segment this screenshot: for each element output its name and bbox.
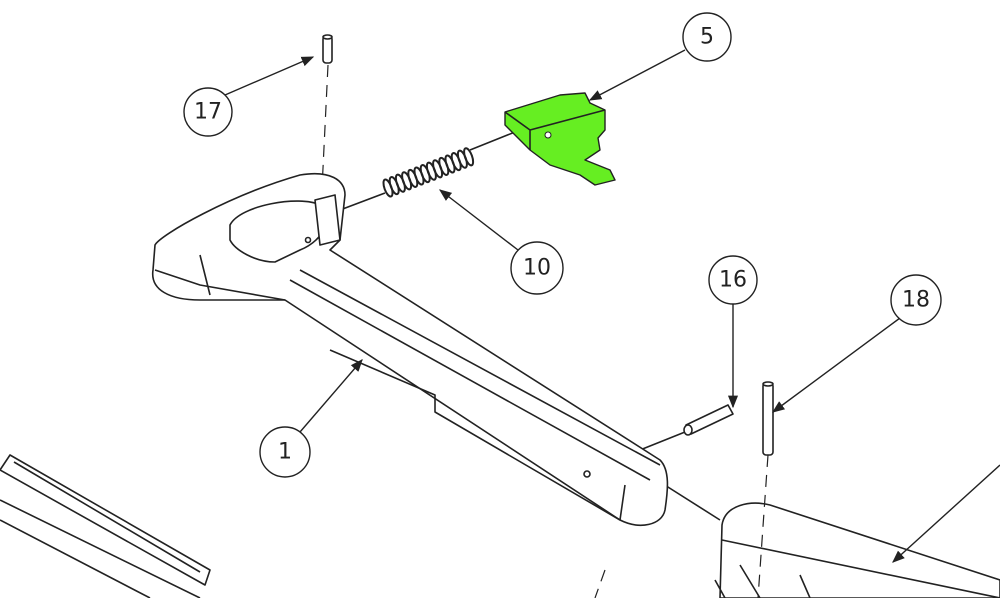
assembly-axis-spring — [339, 131, 516, 211]
latch-fill — [504, 92, 616, 186]
callout-17: 17 — [183, 87, 233, 137]
spring-part-10 — [382, 147, 475, 198]
assembly-axis-18 — [757, 454, 769, 598]
assembly-axis-16 — [639, 429, 721, 521]
leader-17 — [224, 56, 315, 96]
callout-label: 10 — [523, 256, 551, 281]
pin-part-16 — [683, 404, 734, 436]
callout-label: 5 — [700, 25, 714, 50]
latch-part-5 — [504, 92, 616, 186]
callout-label: 17 — [194, 100, 222, 125]
receiver-block-part — [594, 502, 1000, 598]
callout-18: 18 — [890, 274, 942, 326]
assembly-axis-17 — [319, 64, 329, 231]
leader-18 — [771, 317, 901, 413]
leader-5 — [588, 49, 686, 101]
leader-1 — [299, 359, 363, 433]
callout-label: 18 — [902, 288, 930, 313]
spring-coil — [463, 147, 475, 167]
leader-offscreen — [892, 464, 1000, 563]
charging-handle-part-1 — [152, 173, 669, 526]
callout-label: 16 — [719, 268, 747, 293]
callout-1: 1 — [259, 426, 311, 478]
callout-label: 1 — [278, 440, 292, 465]
callout-5: 5 — [682, 12, 732, 62]
upper-receiver-part — [0, 454, 211, 598]
pin-part-18 — [762, 381, 774, 456]
callout-10: 10 — [510, 241, 564, 295]
callout-16: 16 — [708, 255, 758, 305]
pin-part-17 — [322, 34, 333, 64]
leader-10 — [439, 189, 519, 251]
